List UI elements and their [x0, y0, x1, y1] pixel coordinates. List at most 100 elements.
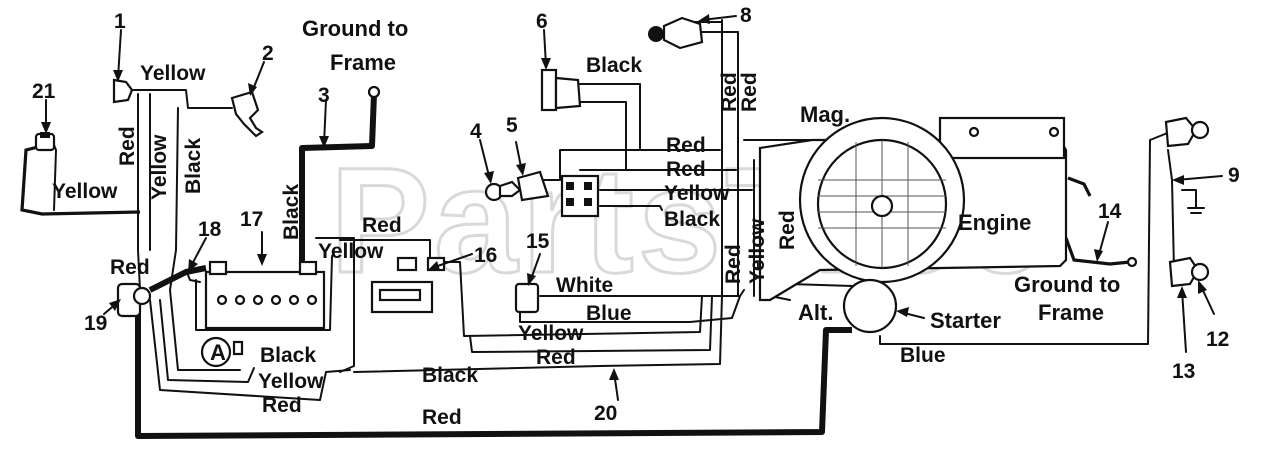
wire-red-vert	[137, 93, 141, 291]
wire-black-vert	[169, 107, 179, 291]
wire-red-a	[149, 299, 351, 401]
caption-ground-right-2: Frame	[1038, 300, 1104, 325]
wire-red-very-bottom	[135, 310, 852, 439]
light-8	[662, 16, 704, 50]
callout-2: 2	[262, 42, 274, 65]
label-yellow-a: Yellow	[258, 370, 324, 393]
switch-6	[540, 68, 558, 112]
leaders	[41, 14, 1223, 401]
components	[34, 16, 1210, 368]
battery-cells	[216, 294, 318, 306]
label-red-left: Red	[110, 256, 150, 279]
label-black-6: Black	[586, 54, 642, 77]
ground-symbol	[1181, 189, 1205, 214]
wire-blue-15	[519, 295, 741, 323]
callout-5: 5	[506, 114, 518, 137]
battery-post-pos	[298, 260, 318, 276]
callout-1: 1	[114, 10, 126, 33]
callout-3: 3	[318, 84, 330, 107]
callout-13: 13	[1172, 360, 1195, 383]
callout-19: 19	[84, 312, 107, 335]
ignition-5	[516, 170, 550, 202]
wire-battery-frame	[195, 255, 333, 331]
label-yellow-vert-left: Yellow	[148, 134, 171, 200]
switch-1	[112, 78, 134, 104]
label-red-bottom: Red	[536, 346, 576, 369]
label-yellow-16: Yellow	[318, 240, 384, 263]
caption-alt: Alt.	[798, 300, 833, 325]
switch-9-cap	[1190, 120, 1210, 140]
switch-9-top	[1164, 116, 1198, 148]
switch-15	[514, 282, 540, 314]
plug-21-tip	[40, 132, 50, 138]
callout-4: 4	[470, 120, 482, 143]
label-white-15: White	[556, 274, 613, 297]
connector-a	[232, 340, 244, 356]
callout-18: 18	[198, 218, 222, 241]
label-black-bottom: Black	[422, 364, 478, 387]
wire-yellow-16	[315, 237, 355, 373]
flywheel-grid	[818, 140, 946, 268]
callout-12: 12	[1206, 328, 1229, 351]
label-red-sw1: Red	[666, 134, 706, 157]
engine-shroud	[938, 116, 1066, 160]
label-black-vert-left: Black	[182, 138, 205, 194]
caption-ground-right-1: Ground to	[1014, 272, 1120, 297]
terminal-3	[367, 85, 381, 99]
circle-a	[200, 336, 232, 368]
wire-ground-14	[1064, 237, 1131, 266]
flywheel-hub	[870, 194, 894, 218]
label-blue-15: Blue	[586, 302, 632, 325]
callout-9: 9	[1228, 164, 1240, 187]
caption-mag: Mag.	[800, 102, 850, 127]
callout-14: 14	[1098, 200, 1122, 223]
starter-motor	[842, 278, 898, 334]
wire-black-bottom	[353, 295, 723, 373]
label-red-very-bottom: Red	[422, 406, 462, 429]
label-red-vert-8b: Red	[738, 72, 761, 112]
wire-black-a	[169, 289, 241, 371]
callout-20: 20	[594, 402, 617, 425]
label-red-vert-left: Red	[116, 126, 139, 166]
key-4-shaft	[498, 180, 522, 198]
wire-labels: Yellow Red Yellow Black Yellow Red Black…	[52, 54, 946, 429]
label-black-sw: Black	[664, 208, 720, 231]
label-blue-right: Blue	[900, 344, 946, 367]
wire-ground-3	[299, 93, 377, 264]
caption-ground-top-2: Frame	[330, 50, 396, 75]
callout-numbers: 1 2 3 4 5 6 8 9 12 13 14 15 16 17 18 19 …	[32, 4, 1240, 425]
callout-17: 17	[240, 208, 263, 231]
label-red-16: Red	[362, 214, 402, 237]
captions: Ground to Frame Mag. Engine Ground to Fr…	[210, 16, 1120, 365]
wire-6	[579, 83, 641, 171]
switch-6-body	[554, 76, 582, 110]
wire-white	[539, 289, 745, 297]
callout-15: 15	[526, 230, 550, 253]
wire-yellow-a	[159, 299, 255, 383]
switch-12-cap	[1190, 262, 1210, 282]
label-black-a: Black	[260, 344, 316, 367]
wire-sw-black	[599, 205, 663, 211]
label-black-battery: Black	[280, 184, 303, 240]
caption-engine: Engine	[958, 210, 1031, 235]
callout-16: 16	[474, 244, 497, 267]
callout-8: 8	[740, 4, 752, 27]
wire-red-bottom	[469, 295, 713, 353]
wire-yellow-top	[125, 89, 233, 109]
caption-ground-top-1: Ground to	[302, 16, 408, 41]
wire-blue-right	[879, 131, 1171, 345]
label-yellow-bottom: Yellow	[518, 322, 584, 345]
label-yellow-vert-mid: Yellow	[746, 218, 769, 284]
caption-circle-a: A	[210, 340, 226, 365]
caption-starter: Starter	[930, 308, 1001, 333]
label-yellow-left: Yellow	[52, 180, 118, 203]
label-red-vert-mid2: Red	[776, 210, 799, 250]
label-yellow-top: Yellow	[140, 62, 206, 85]
connector-16a	[396, 256, 418, 272]
label-red-vert-8a: Red	[718, 72, 741, 112]
cable-18	[148, 265, 207, 293]
label-yellow-sw: Yellow	[664, 182, 730, 205]
label-red-vert-mid: Red	[722, 244, 745, 284]
